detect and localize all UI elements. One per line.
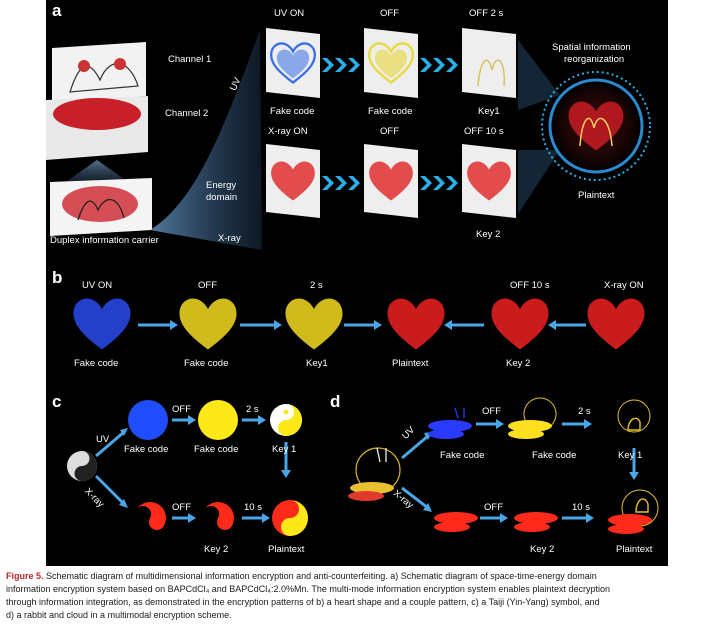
panel-a-bottom-row — [266, 144, 516, 218]
blue-cloud — [428, 407, 472, 439]
panel-a-letter: a — [52, 1, 62, 20]
a-top-2-bottom: Key1 — [478, 106, 500, 117]
rabbit-cloud-source — [348, 447, 401, 501]
a-top-0: UV ON — [274, 8, 305, 19]
c-off2: OFF — [172, 502, 191, 513]
b-bottom-0: Fake code — [74, 358, 119, 369]
d-2s: 2 s — [578, 406, 591, 417]
figure-canvas — [46, 0, 668, 566]
d-off2: OFF — [484, 502, 503, 513]
caption-line-2: information encryption system based on B… — [6, 584, 610, 594]
panel-c-letter: c — [52, 392, 62, 411]
c-off1: OFF — [172, 404, 191, 415]
caption-line-1: Figure 5. Schematic diagram of multidime… — [6, 570, 701, 583]
panel-c — [67, 400, 308, 536]
red-cloud-1 — [434, 512, 478, 532]
panel-b-arrows — [138, 320, 586, 330]
carrier-label: Duplex information carrier — [50, 235, 159, 246]
caption-line-4: d) a rabbit and cloud in a multimodal en… — [6, 610, 232, 620]
d-plaintext: Plaintext — [616, 544, 653, 555]
spatial-label-1: Spatial information — [552, 42, 631, 53]
caption-label: Figure 5. — [6, 571, 44, 581]
red-cloud-2 — [514, 512, 558, 532]
a-bottom-2-bottom: Key 2 — [476, 229, 501, 240]
c-fake1: Fake code — [124, 444, 169, 455]
a-bottom-1: OFF — [380, 126, 399, 137]
panel-a-top-row — [266, 28, 516, 98]
d-10s: 10 s — [572, 502, 590, 513]
energy-label-2: domain — [206, 192, 238, 203]
carrier-heart — [62, 186, 138, 222]
c-2s: 2 s — [246, 404, 259, 415]
b-bottom-1: Fake code — [184, 358, 229, 369]
yellow-circle — [198, 400, 238, 440]
xray-label: X-ray — [218, 233, 241, 244]
energy-label-1: Energy — [206, 180, 237, 191]
c-fake2: Fake code — [194, 444, 239, 455]
panel-d — [348, 397, 659, 534]
b-bottom-2: Key1 — [306, 358, 328, 369]
yellow-cloud — [508, 397, 557, 439]
panel-d-letter: d — [330, 392, 341, 411]
b-top-1: OFF — [198, 280, 217, 291]
taiji-key1 — [270, 404, 302, 436]
taiji-source — [67, 451, 97, 481]
c-key2: Key 2 — [204, 544, 229, 555]
energy-beam — [150, 30, 262, 250]
caption-line-3: through information integration, as demo… — [6, 597, 600, 607]
a-top-1: OFF — [380, 8, 399, 19]
b-top-2: 2 s — [310, 280, 323, 291]
b-top-4: OFF 10 s — [510, 280, 550, 291]
b-bottom-4: Key 2 — [506, 358, 531, 369]
d-key2: Key 2 — [530, 544, 555, 555]
c-plaintext: Plaintext — [268, 544, 305, 555]
figure-caption: Figure 5. Schematic diagram of multidime… — [6, 570, 701, 622]
channel1-sheet — [52, 42, 146, 104]
panel-b-letter: b — [52, 268, 63, 287]
channel2-heart — [53, 98, 141, 130]
b-top-5: X-ray ON — [604, 280, 644, 291]
d-off1: OFF — [482, 406, 501, 417]
panel-a-stack — [46, 42, 152, 236]
taiji-red1 — [136, 502, 166, 530]
plaintext-label-a: Plaintext — [578, 190, 615, 201]
channel1-label: Channel 1 — [168, 54, 212, 65]
c-key1: Key 1 — [272, 444, 297, 455]
b-bottom-3: Plaintext — [392, 358, 429, 369]
spatial-label-2: reorganization — [564, 54, 625, 65]
b-top-0: UV ON — [82, 280, 113, 291]
c-10s: 10 s — [244, 502, 262, 513]
channel2-label: Channel 2 — [165, 108, 209, 119]
taiji-plaintext — [272, 500, 308, 536]
d-fake2: Fake code — [532, 450, 577, 461]
taiji-red2 — [204, 502, 234, 530]
blue-circle — [128, 400, 168, 440]
c-uv: UV — [96, 434, 110, 445]
rabbit-key1 — [617, 399, 651, 433]
a-top-1-bottom: Fake code — [368, 106, 413, 117]
a-bottom-2: OFF 10 s — [464, 126, 504, 137]
d-fake1: Fake code — [440, 450, 485, 461]
plaintext-circle — [541, 71, 651, 181]
rabbit-plaintext — [608, 489, 659, 534]
a-bottom-0: X-ray ON — [268, 126, 308, 137]
caption-text-1: Schematic diagram of multidimensional in… — [46, 571, 597, 581]
a-top-0-bottom: Fake code — [270, 106, 315, 117]
a-top-2: OFF 2 s — [469, 8, 504, 19]
d-key1: Key 1 — [618, 450, 643, 461]
